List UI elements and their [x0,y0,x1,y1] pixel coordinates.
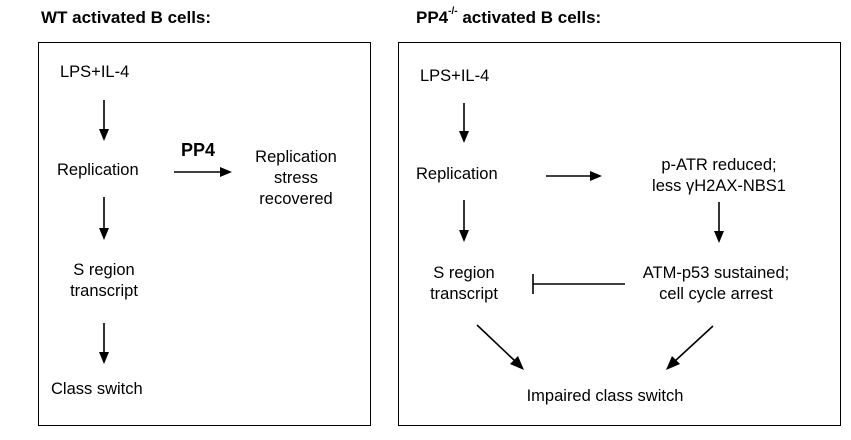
left-node-stress-recovered: Replication stress recovered [255,147,337,210]
right-node-s-region: S region transcript [430,263,498,305]
left-node-s-region-line1: S region [73,261,135,279]
right-panel [398,42,841,426]
left-panel-title: WT activated B cells: [41,8,212,27]
right-title-superscript: -/- [448,6,458,17]
right-node-atm-line2: cell cycle arrest [659,285,773,303]
left-panel [38,42,371,426]
right-node-s-region-line1: S region [433,264,495,282]
left-node-lps: LPS+IL-4 [60,63,130,81]
right-node-lps: LPS+IL-4 [420,67,490,85]
right-title-prefix: PP4 [416,8,449,27]
left-node-class-switch: Class switch [51,380,143,398]
left-node-stress-line2: stress [273,169,319,187]
pp4-edge-label: PP4 [181,140,216,160]
right-title-suffix: activated B cells: [457,8,602,27]
right-node-patr: p-ATR reduced; less γH2AX-NBS1 [652,155,786,197]
left-node-stress-line3: recovered [259,190,333,208]
right-panel-title: PP4-/- activated B cells: [416,6,602,28]
left-node-replication: Replication [57,161,139,179]
right-node-patr-line1: p-ATR reduced; [661,156,777,174]
right-node-atm-line1: ATM-p53 sustained; [642,264,790,282]
right-node-replication: Replication [416,165,498,183]
left-node-s-region: S region transcript [70,260,138,302]
right-node-s-region-line2: transcript [430,285,498,303]
left-node-stress-line1: Replication [255,148,337,166]
right-node-impaired: Impaired class switch [526,387,684,405]
left-node-s-region-line2: transcript [70,282,138,300]
right-node-patr-line2: less γH2AX-NBS1 [652,177,786,195]
right-node-atm: ATM-p53 sustained; cell cycle arrest [643,263,789,305]
